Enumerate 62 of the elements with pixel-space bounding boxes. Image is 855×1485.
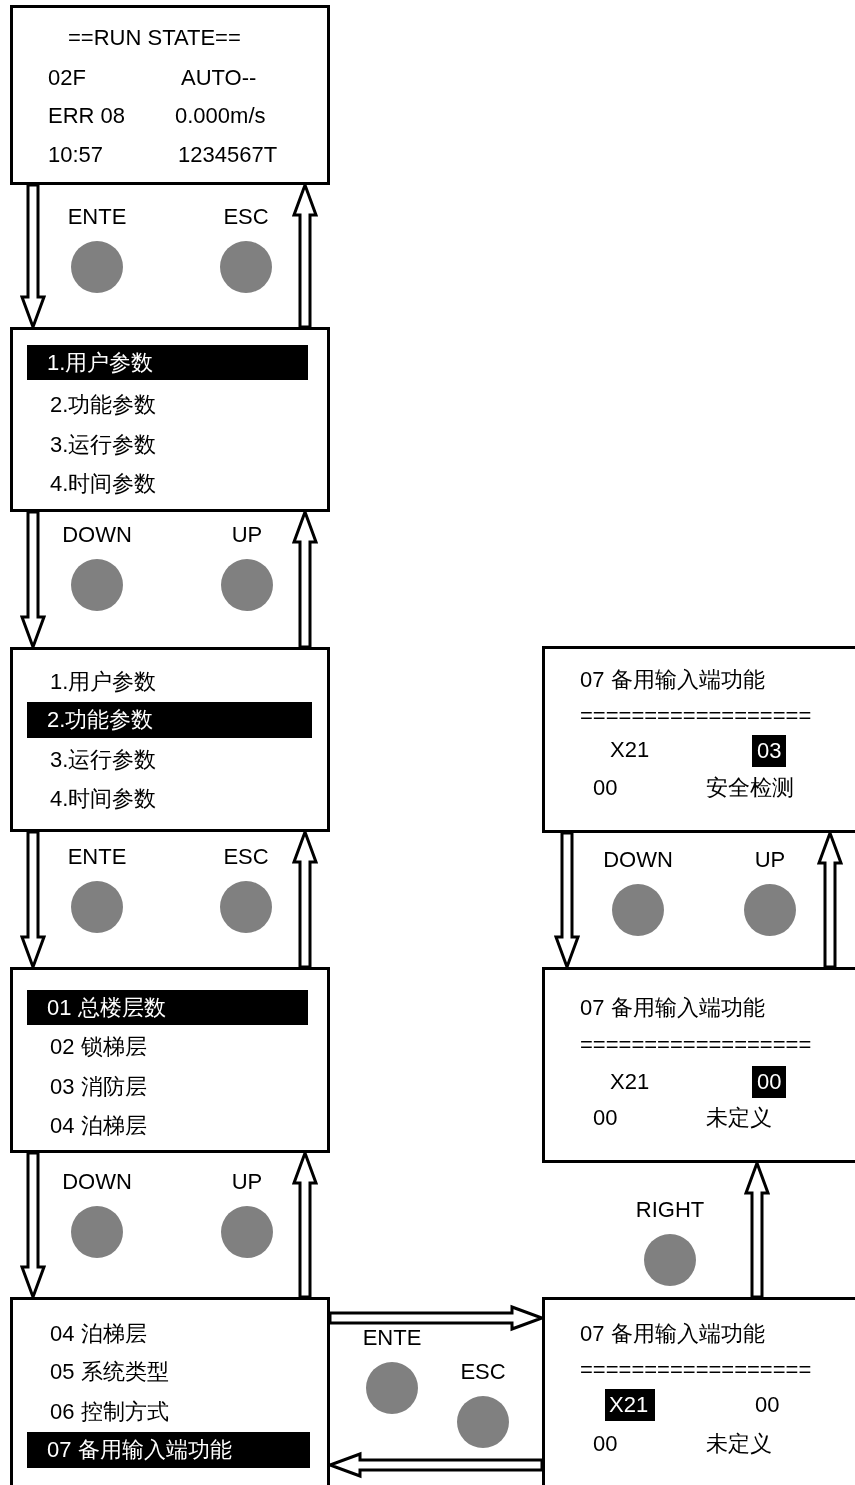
lcd-screen bbox=[10, 5, 330, 185]
key-label: ESC bbox=[460, 1358, 506, 1386]
screen-text: 07 备用输入端功能 bbox=[580, 995, 765, 1021]
highlighted-row: X21 bbox=[605, 1389, 655, 1421]
key-label: RIGHT bbox=[635, 1196, 705, 1224]
screen-text: 00 bbox=[755, 1392, 780, 1418]
screen-text: 04 泊梯层 bbox=[50, 1321, 147, 1347]
highlighted-row: 2.功能参数 bbox=[27, 702, 312, 738]
highlighted-row: 00 bbox=[752, 1066, 786, 1098]
key-label: DOWN bbox=[62, 521, 132, 549]
screen-text: 未定义 bbox=[706, 1431, 772, 1457]
key-label: ESC bbox=[223, 203, 269, 231]
screen-text: 4.时间参数 bbox=[50, 471, 157, 497]
screen-text: 04 泊梯层 bbox=[50, 1113, 147, 1139]
screen-text: 10:57 bbox=[48, 142, 104, 168]
screen-text: 06 控制方式 bbox=[50, 1399, 169, 1425]
key-label: UP bbox=[231, 1168, 263, 1196]
key-label: DOWN bbox=[62, 1168, 132, 1196]
screen-text: AUTO-- bbox=[181, 65, 257, 91]
lcd-screen bbox=[10, 327, 330, 512]
screen-text: 03 消防层 bbox=[50, 1074, 147, 1100]
screen-text: 1.用户参数 bbox=[50, 669, 157, 695]
lcd-screen bbox=[542, 967, 855, 1163]
screen-text: 3.运行参数 bbox=[50, 747, 157, 773]
screen-text: ================== bbox=[580, 1032, 812, 1058]
screen-text: 安全检测 bbox=[706, 775, 794, 801]
key-label: DOWN bbox=[603, 846, 673, 874]
screen-text: 2.功能参数 bbox=[50, 392, 157, 418]
screen-text: X21 bbox=[610, 737, 650, 763]
screen-text: 3.运行参数 bbox=[50, 432, 157, 458]
screen-text: 05 系统类型 bbox=[50, 1359, 169, 1385]
screen-text: 07 备用输入端功能 bbox=[580, 667, 765, 693]
screen-text: 未定义 bbox=[706, 1105, 772, 1131]
key-label: ENTE bbox=[362, 1324, 422, 1352]
lcd-screen bbox=[10, 1297, 330, 1485]
screen-text: 00 bbox=[593, 1431, 618, 1457]
key-label: ESC bbox=[223, 843, 269, 871]
key-label: UP bbox=[754, 846, 786, 874]
screen-text: ================== bbox=[580, 703, 812, 729]
screen-text: 1234567T bbox=[178, 142, 278, 168]
lcd-screen bbox=[10, 967, 330, 1153]
highlighted-row: 03 bbox=[752, 735, 786, 767]
screen-text: 4.时间参数 bbox=[50, 786, 157, 812]
screen-text: 00 bbox=[593, 1105, 618, 1131]
screen-text: 0.000m/s bbox=[175, 103, 266, 129]
highlighted-row: 1.用户参数 bbox=[27, 345, 308, 380]
highlighted-row: 01 总楼层数 bbox=[27, 990, 308, 1025]
screen-text: ================== bbox=[580, 1357, 812, 1383]
key-label: ENTE bbox=[67, 203, 127, 231]
screen-text: X21 bbox=[610, 1069, 650, 1095]
screen-text: 02F bbox=[48, 65, 86, 91]
lcd-screen bbox=[542, 1297, 855, 1485]
screen-text: 07 备用输入端功能 bbox=[580, 1321, 765, 1347]
key-label: ENTE bbox=[67, 843, 127, 871]
screen-text: ==RUN STATE== bbox=[68, 25, 241, 51]
lcd-screen bbox=[10, 647, 330, 832]
screen-text: 02 锁梯层 bbox=[50, 1034, 147, 1060]
key-label: UP bbox=[231, 521, 263, 549]
screen-text: 00 bbox=[593, 775, 618, 801]
screen-text: ERR 08 bbox=[48, 103, 126, 129]
lcd-screen bbox=[542, 646, 855, 833]
highlighted-row: 07 备用输入端功能 bbox=[27, 1432, 310, 1468]
